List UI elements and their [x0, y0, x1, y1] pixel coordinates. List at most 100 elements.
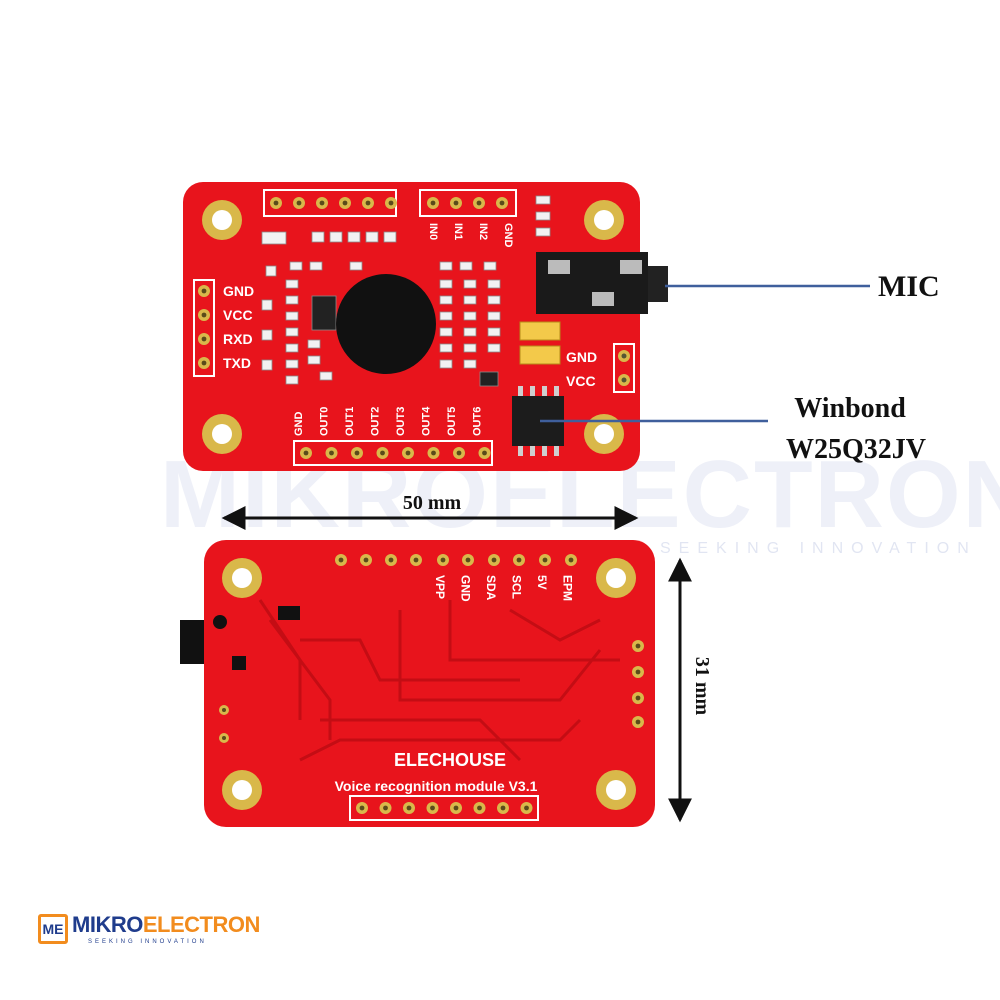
smd-part — [285, 327, 299, 337]
logo-name: MIKROELECTRON — [72, 912, 260, 938]
pcb-trace — [448, 600, 620, 662]
left-header-label: TXD — [223, 355, 251, 371]
output-label: OUT1 — [344, 407, 356, 436]
smd-part — [439, 343, 453, 353]
smd-part — [535, 227, 551, 237]
back-bottom-header-outline — [349, 795, 539, 821]
smd-part — [347, 231, 361, 243]
output-label: OUT0 — [319, 407, 331, 436]
pcb-trace — [299, 718, 582, 762]
pcb-trace — [398, 610, 602, 702]
output-label: OUT5 — [446, 407, 458, 436]
smd-part — [285, 375, 299, 385]
smd-part — [285, 295, 299, 305]
back-pcb — [204, 540, 655, 827]
input-label: IN2 — [477, 223, 489, 240]
smd-part — [261, 299, 273, 311]
back-bottom-pins — [356, 802, 533, 814]
output-label: OUT2 — [370, 407, 382, 436]
smd-part — [265, 265, 277, 277]
smd-part — [487, 295, 501, 305]
smd-part — [307, 355, 321, 365]
mic-label: MIC — [878, 270, 940, 303]
smd-part — [487, 311, 501, 321]
height-dimension-label: 31 mm — [691, 657, 713, 716]
left-header-label: VCC — [223, 307, 253, 323]
bottom-header-pins — [300, 447, 491, 459]
left-header-outline — [193, 279, 215, 377]
capacitor-2 — [519, 345, 561, 365]
smd-part — [383, 231, 397, 243]
smd-part — [463, 343, 477, 353]
pcb-trace — [509, 608, 601, 642]
back-left-pads — [213, 606, 300, 743]
input-label: IN0 — [427, 223, 439, 240]
pcb-trace — [300, 638, 520, 682]
right-header-outline — [613, 343, 635, 393]
logo-mark: ME — [38, 914, 68, 944]
smd-part — [483, 261, 497, 271]
output-label: OUT3 — [395, 407, 407, 436]
left-header-pins — [198, 285, 210, 369]
input-labels: IN0 IN1 IN2 GND — [427, 223, 514, 248]
logo-name-part-b: ELECTRON — [142, 912, 261, 937]
smd-part — [535, 211, 551, 221]
smd-part — [311, 231, 325, 243]
back-header-label: GND — [459, 575, 473, 602]
back-top-pins — [335, 554, 577, 566]
smd-part — [261, 231, 287, 245]
pcb-trace — [258, 599, 302, 720]
smd-part — [479, 371, 499, 387]
smd-part — [439, 311, 453, 321]
left-header-labels: GND VCC RXD TXD — [223, 283, 254, 371]
back-header-label: 5V — [535, 575, 549, 590]
smd-part — [311, 295, 337, 331]
smd-part — [439, 359, 453, 369]
smd-part — [285, 279, 299, 289]
input-label: GND — [502, 223, 514, 248]
back-header-label: SCL — [510, 575, 524, 599]
smd-part — [463, 279, 477, 289]
smd-part — [309, 261, 323, 271]
back-brand: ELECHOUSE — [394, 750, 506, 770]
bottom-header-outline — [293, 440, 493, 466]
smd-part — [463, 295, 477, 305]
smd-part — [319, 371, 333, 381]
back-header-label: VPP — [433, 575, 447, 599]
back-model: Voice recognition module V3.1 — [335, 778, 538, 794]
smd-part — [439, 327, 453, 337]
smd-part — [285, 343, 299, 353]
left-header-label: GND — [223, 283, 254, 299]
front-mounting-holes — [202, 200, 624, 454]
top-header-outline-right — [419, 189, 517, 217]
input-label: IN1 — [452, 223, 464, 240]
back-header-label: EPM — [561, 575, 575, 601]
back-mounting-holes — [222, 558, 636, 810]
smd-part — [535, 195, 551, 205]
capacitor-1 — [519, 321, 561, 341]
left-header-label: RXD — [223, 331, 253, 347]
smd-part — [349, 261, 363, 271]
smd-part — [487, 343, 501, 353]
top-header-pins — [270, 197, 508, 209]
back-traces — [258, 599, 620, 762]
smd-part — [463, 327, 477, 337]
pcb-trace — [320, 718, 522, 762]
width-dimension-label: 50 mm — [403, 492, 462, 514]
main-chip-blob — [336, 274, 436, 374]
logo-name-part-a: MIKRO — [72, 912, 143, 937]
output-label: OUT6 — [472, 407, 484, 436]
smd-part — [329, 231, 343, 243]
smd-part — [439, 295, 453, 305]
smd-part — [307, 339, 321, 349]
smd-part — [261, 359, 273, 371]
smd-part — [365, 231, 379, 243]
smd-part — [439, 279, 453, 289]
smd-part — [463, 359, 477, 369]
